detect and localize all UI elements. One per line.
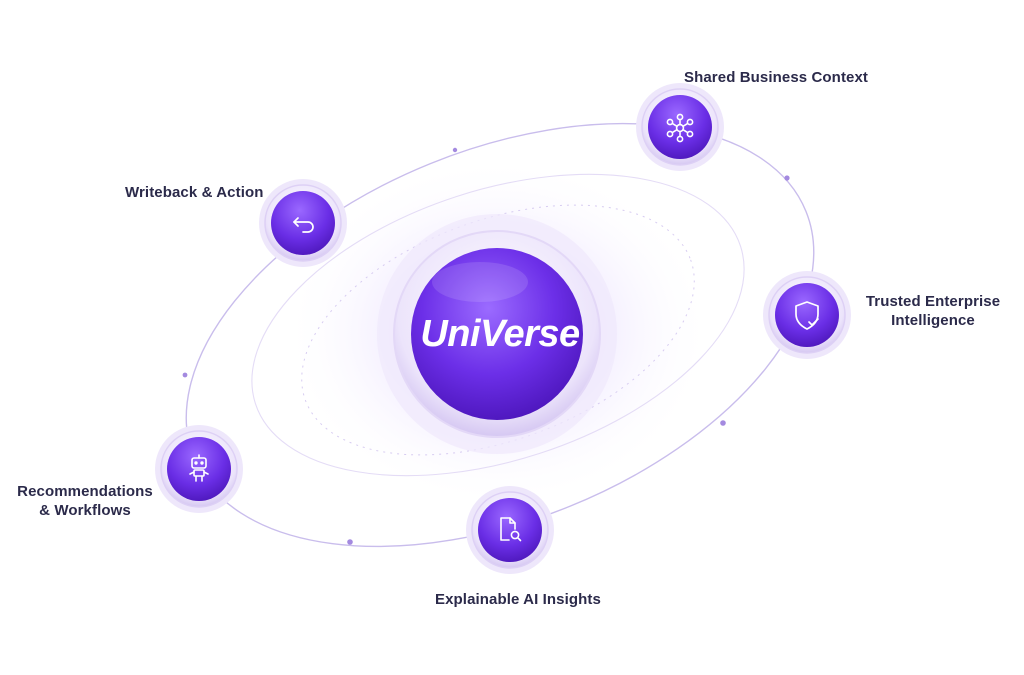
node-explainable-ai-insights[interactable] [466,486,554,574]
label-explainable-ai-insights: Explainable AI Insights [435,590,601,609]
label-line: & Workflows [39,502,131,519]
node-ball [648,95,712,159]
core-sphere: UniVerse [377,214,617,454]
label-line: Trusted Enterprise [865,293,1001,310]
orbit-dot [452,147,458,153]
network-hub-icon [666,113,694,143]
node-recommendations-workflows[interactable] [155,425,243,513]
document-search-icon [500,517,522,542]
core-title: UniVerse [420,313,580,355]
label-line: Recommendations [17,483,153,500]
orbit-dot [784,175,790,181]
label-trusted-enterprise-intelligence: Trusted Enterprise Intelligence [862,292,1004,330]
node-ball [775,283,839,347]
node-ball [167,437,231,501]
orbit-dot [347,539,353,545]
shield-check-icon [795,301,819,330]
node-shared-business-context[interactable] [636,83,724,171]
label-line: Writeback & Action [125,184,264,201]
label-writeback-action: Writeback & Action [125,183,264,202]
label-line: Intelligence [891,312,975,329]
label-recommendations-workflows: Recommendations & Workflows [12,482,158,520]
core-highlight [432,262,528,302]
label-line: Explainable AI Insights [435,591,601,608]
robot-icon [189,454,209,482]
undo-arrow-icon [293,217,314,233]
orbit-dot [720,420,726,426]
node-writeback-action[interactable] [259,179,347,267]
label-shared-business-context: Shared Business Context [684,68,868,87]
node-ball [271,191,335,255]
orbit-dot [182,372,188,378]
orbit-dots [182,147,790,545]
node-ball [478,498,542,562]
middle-orbit [251,173,745,477]
core-ball [411,248,583,420]
label-line: Shared Business Context [684,69,869,86]
node-trusted-enterprise-intelligence[interactable] [763,271,851,359]
